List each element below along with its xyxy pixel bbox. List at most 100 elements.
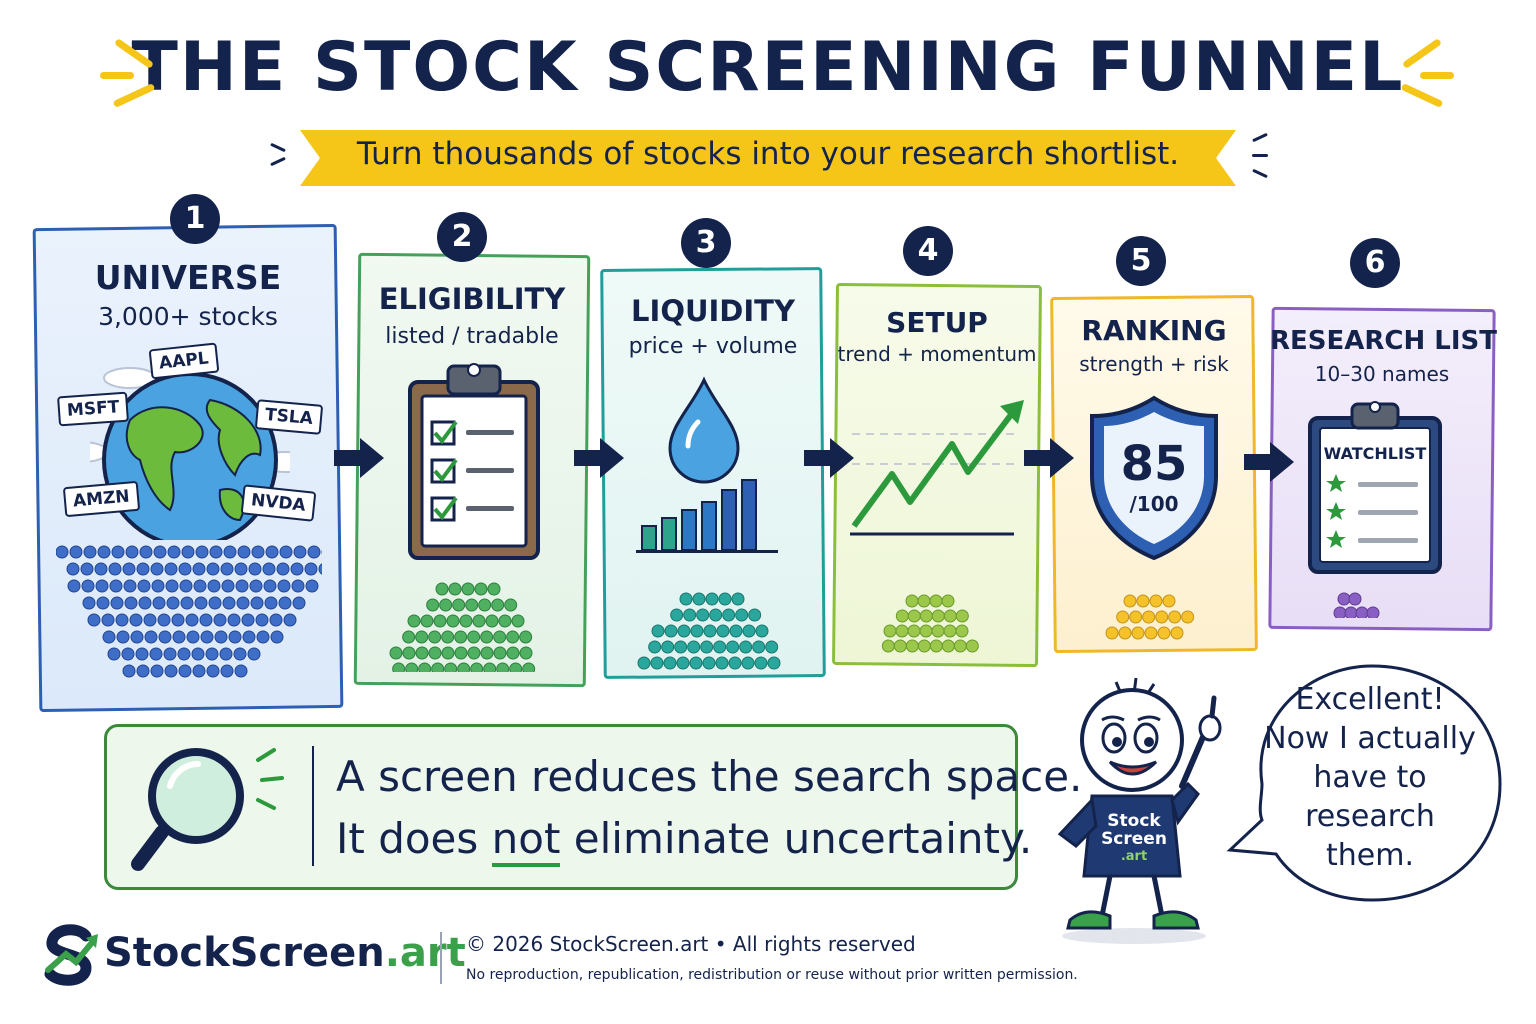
stock-dot [506,646,520,660]
stock-dots-research [1333,592,1380,618]
stock-dot [249,579,263,593]
stock-dot [478,598,492,612]
stock-dot [122,664,136,678]
ticker-tag-msft: MSFT [57,391,130,427]
note-line-2: It does not eliminate uncertainty. [336,814,1032,867]
stock-dot [1144,626,1158,640]
stock-dot [742,624,756,638]
arrow-right-icon [1244,442,1294,482]
stock-dot [467,630,481,644]
stock-dot [919,609,933,623]
stock-dot [664,624,678,638]
stock-dot [195,545,209,559]
stock-dot [713,640,727,654]
stock-dot [485,614,499,628]
step-1-subtitle: 3,000+ stocks [98,302,278,331]
stock-dot [511,614,525,628]
stock-dot [152,596,166,610]
stock-dot [219,647,233,661]
stock-dot [143,613,157,627]
step-3-number: 3 [681,218,731,268]
step-2-subtitle: listed / tradable [385,324,559,349]
stock-dot [883,624,897,638]
stock-dot [472,614,486,628]
stock-dot [1348,592,1362,606]
stock-dot [735,608,749,622]
subtitle-text: Turn thousands of stocks into your resea… [356,136,1180,172]
stock-dot [283,613,297,627]
stock-dot [415,630,429,644]
stock-dot [519,646,533,660]
stock-dot [206,664,220,678]
stock-dot [101,613,115,627]
stock-dot [703,624,717,638]
stock-dot [729,624,743,638]
stock-dot [480,646,494,660]
rank-score: 85 [1120,436,1188,492]
copyright-text: © 2026 StockScreen.art • All rights rese… [466,932,916,956]
stock-dot [293,545,307,559]
stock-dot [929,639,943,653]
stock-dot [1168,610,1182,624]
arrow-right-icon [334,438,384,478]
stock-dot [722,608,736,622]
stock-dot [953,639,967,653]
stock-dot [637,656,651,670]
stock-dot [137,579,151,593]
stock-dot [465,598,479,612]
stock-dot [1118,626,1132,640]
key-takeaway-box [104,724,1018,890]
stock-dot [493,646,507,660]
stock-dot [741,656,755,670]
stock-dot [754,656,768,670]
stock-dot [192,562,206,576]
stock-dot [454,646,468,660]
stock-dot [907,609,921,623]
stock-dot [441,630,455,644]
ribbon-chevron [270,142,286,153]
stock-dot [522,662,536,672]
stock-dots-eligibility [389,582,536,672]
stock-dot [123,579,137,593]
stock-dot [107,647,121,661]
stock-dots-liquidity [637,592,781,670]
step-3-title: LIQUIDITY [631,294,795,328]
stock-dot [931,624,945,638]
stock-dot [498,614,512,628]
brand-name[interactable]: StockScreen.art [104,930,466,976]
magnifying-glass-icon [131,748,284,871]
stock-dot [648,640,662,654]
stock-dot [402,646,416,660]
stock-dot [205,647,219,661]
stock-dot [150,562,164,576]
stock-dot [233,647,247,661]
stock-dot [917,594,931,608]
stock-dot [250,596,264,610]
stock-dot [917,639,931,653]
stock-dot [151,579,165,593]
stock-dots-setup [881,594,979,653]
stock-dot [292,596,306,610]
stock-dot [209,545,223,559]
stock-dot [1344,606,1358,618]
stock-dot [251,545,265,559]
stock-dot [454,630,468,644]
stock-dot [663,656,677,670]
stock-dot [461,582,475,596]
stock-dot [504,598,518,612]
stock-dot [129,613,143,627]
shield-icon [1090,395,1218,561]
stock-dot [1181,610,1195,624]
stock-dot [881,639,895,653]
globe-icon [90,367,290,540]
ribbon-chevron [1252,168,1268,179]
volume-bars-icon [636,479,778,553]
stock-dot [483,662,497,672]
stock-dot [718,592,732,606]
stock-dot [470,662,484,672]
stock-dot [124,596,138,610]
stock-dot [941,594,955,608]
stock-dot [206,562,220,576]
stock-dot [80,562,94,576]
stock-dot [690,624,704,638]
